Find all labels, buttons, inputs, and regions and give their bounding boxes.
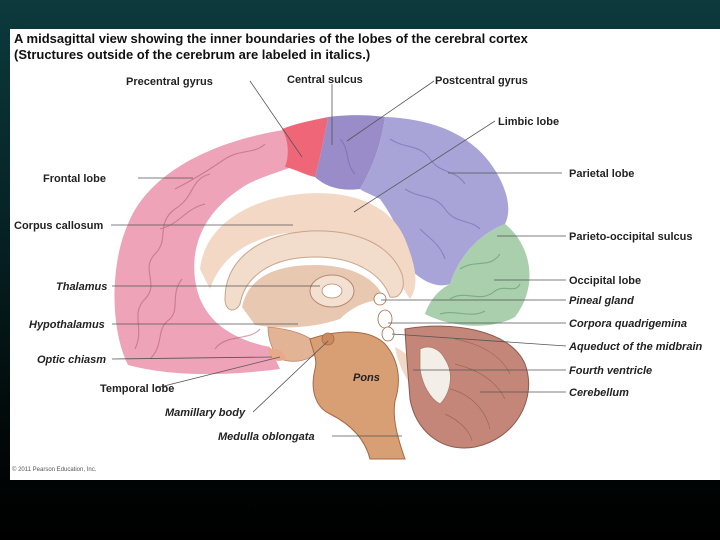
corpora-quadrigemina-shape <box>377 309 393 329</box>
brain-diagram: Precentral gyrus Central sulcus Postcent… <box>14 74 703 460</box>
label-postcentral-gyrus: Postcentral gyrus <box>435 75 528 87</box>
corpus-callosum-shape <box>224 230 404 311</box>
label-hypothalamus: Hypothalamus <box>29 319 105 331</box>
leader-lines <box>111 80 567 437</box>
label-optic-chiasm: Optic chiasm <box>37 354 106 366</box>
mamillary-body-shape <box>321 332 335 346</box>
label-pons: Pons <box>353 372 380 384</box>
label-parietal-lobe: Parietal lobe <box>569 168 634 180</box>
labels: Precentral gyrus Central sulcus Postcent… <box>14 74 703 443</box>
label-frontal-lobe: Frontal lobe <box>43 173 106 185</box>
figure-subtitle: (Structures outside of the cerebrum are … <box>14 47 371 62</box>
label-temporal-lobe: Temporal lobe <box>100 383 174 395</box>
label-parieto-occipital-sulcus: Parieto-occipital sulcus <box>569 231 692 243</box>
frontal-lobe-region <box>114 128 317 375</box>
label-corpus-callosum: Corpus callosum <box>14 220 103 232</box>
label-fourth-ventricle: Fourth ventricle <box>569 365 652 377</box>
label-aqueduct-of-the-midbrain: Aqueduct of the midbrain <box>568 341 703 353</box>
slide-panel: A midsagittal view showing the inner bou… <box>10 29 720 480</box>
label-central-sulcus: Central sulcus <box>287 74 363 86</box>
parietal-lobe-region <box>360 117 509 286</box>
cerebellum-shape <box>404 325 530 449</box>
label-precentral-gyrus: Precentral gyrus <box>126 76 213 88</box>
brainstem-shape <box>309 331 406 460</box>
postcentral-gyrus-region <box>315 115 385 190</box>
copyright-notice: © 2011 Pearson Education, Inc. <box>12 467 97 473</box>
label-occipital-lobe: Occipital lobe <box>569 275 641 287</box>
pineal-gland-shape <box>373 292 387 306</box>
limbic-lobe-region <box>200 193 416 299</box>
label-thalamus: Thalamus <box>56 281 107 293</box>
figure-title: A midsagittal view showing the inner bou… <box>14 31 528 46</box>
label-corpora-quadrigemina: Corpora quadrigemina <box>569 318 687 330</box>
label-medulla-oblongata: Medulla oblongata <box>218 431 315 443</box>
precentral-gyrus-region <box>282 117 328 177</box>
label-pineal-gland: Pineal gland <box>569 295 634 307</box>
label-mamillary-body: Mamillary body <box>165 407 246 419</box>
optic-chiasm-shape <box>268 348 286 361</box>
label-limbic-lobe: Limbic lobe <box>498 116 559 128</box>
label-cerebellum: Cerebellum <box>569 387 629 399</box>
